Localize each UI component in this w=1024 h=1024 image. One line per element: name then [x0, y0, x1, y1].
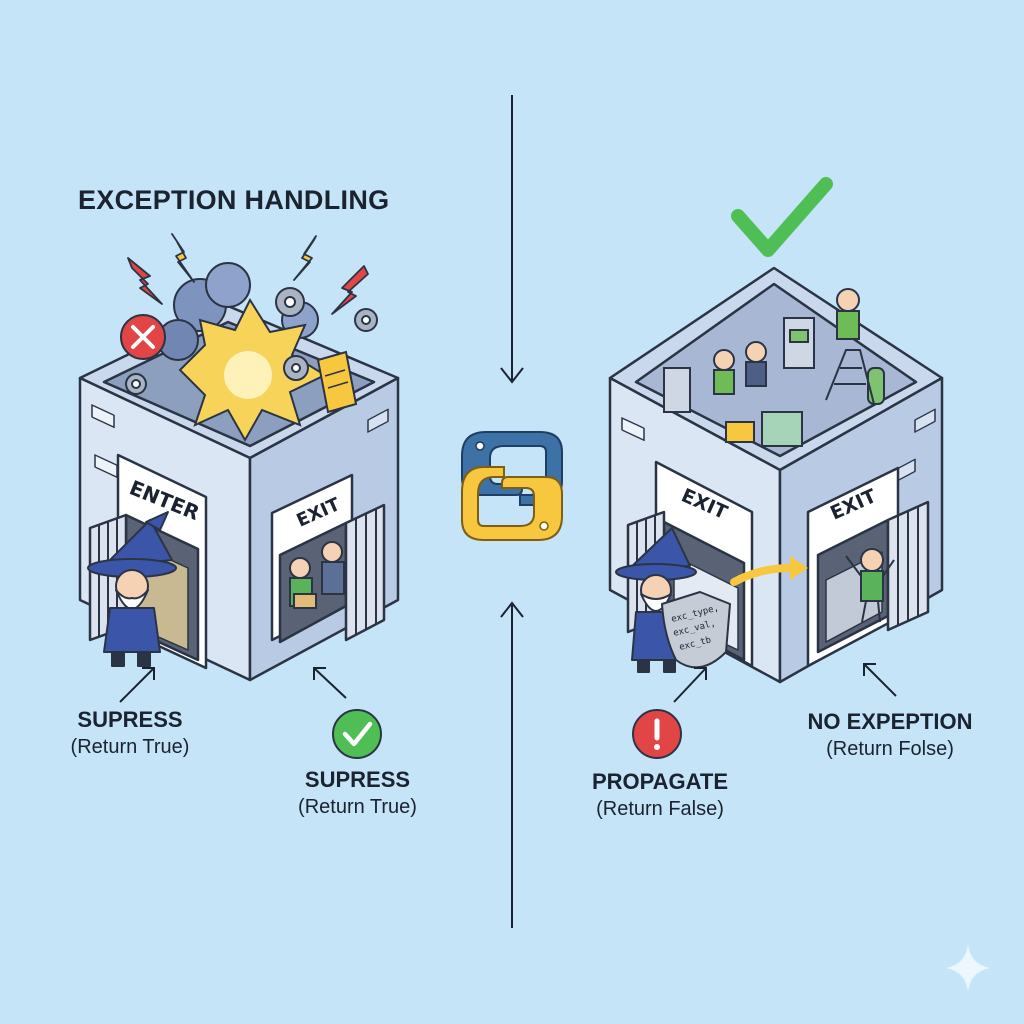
- yellow-flow-arrow: [730, 564, 794, 586]
- wizard-with-shield: [615, 527, 731, 673]
- error-x-icon: [120, 314, 166, 360]
- label-no-exception-main: NO EXPEPTION: [807, 709, 973, 734]
- page-title: EXCEPTION HANDLING: [78, 185, 390, 215]
- label-no-exception: NO EXPEPTION (Return Folse): [790, 708, 990, 762]
- warning-exclamation-icon: [632, 709, 682, 759]
- label-propagate: PROPAGATE (Return False): [575, 768, 745, 822]
- label-no-exception-sub: (Return Folse): [826, 738, 954, 760]
- label-propagate-sub: (Return False): [596, 798, 724, 820]
- label-supress-2-sub: (Return True): [298, 796, 417, 818]
- gear-icon: [125, 287, 378, 395]
- center-arrows: [500, 95, 524, 928]
- label-supress-2: SUPRESS (Return True): [275, 766, 440, 820]
- lightning-icon: [171, 233, 317, 283]
- wizard-character: [87, 511, 177, 667]
- label-propagate-main: PROPAGATE: [591, 769, 729, 794]
- label-supress-2-main: SUPRESS: [304, 767, 411, 792]
- workshop-interior: [663, 288, 885, 447]
- label-supress-1-sub: (Return True): [70, 736, 190, 758]
- document-icon: [316, 350, 358, 414]
- label-supress-1-main: SUPRESS: [77, 707, 183, 732]
- label-pointer-arrows: [119, 663, 897, 703]
- red-lightning-icon: [127, 257, 369, 315]
- label-supress-1: SUPRESS (Return True): [50, 706, 210, 760]
- explosion-cloud: [157, 262, 328, 443]
- success-check-icon: [332, 709, 382, 759]
- worker-characters: [289, 541, 345, 609]
- boy-waving: [845, 548, 895, 623]
- sparkle-icon: [946, 944, 990, 992]
- python-logo-icon: [461, 431, 563, 541]
- big-check-icon: [731, 177, 833, 257]
